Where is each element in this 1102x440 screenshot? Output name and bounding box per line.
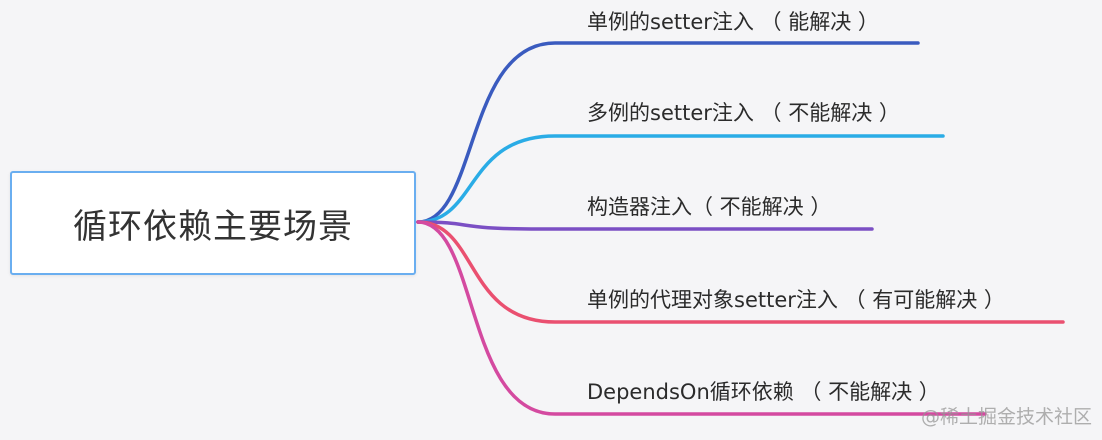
branch-label-depends-on[interactable]: DependsOn循环依赖 （ 不能解决 ） <box>587 380 940 404</box>
connector-constructor <box>416 220 874 231</box>
connector-depends-on <box>416 220 987 416</box>
root-node-label: 循环依赖主要场景 <box>73 206 353 247</box>
connector-proxy-setter <box>416 220 1065 324</box>
root-node[interactable]: 循环依赖主要场景 <box>10 171 416 275</box>
branch-label-singleton-setter[interactable]: 单例的setter注入 （ 能解决 ） <box>587 10 879 34</box>
connector-prototype-setter <box>416 134 945 224</box>
watermark: @稀土掘金技术社区 <box>920 406 1092 428</box>
branch-label-constructor[interactable]: 构造器注入（ 不能解决 ） <box>587 195 832 219</box>
connector-singleton-setter <box>416 41 920 224</box>
branch-label-proxy-setter[interactable]: 单例的代理对象setter注入 （ 有可能解决 ） <box>587 288 1005 312</box>
branch-label-prototype-setter[interactable]: 多例的setter注入 （ 不能解决 ） <box>587 101 900 125</box>
